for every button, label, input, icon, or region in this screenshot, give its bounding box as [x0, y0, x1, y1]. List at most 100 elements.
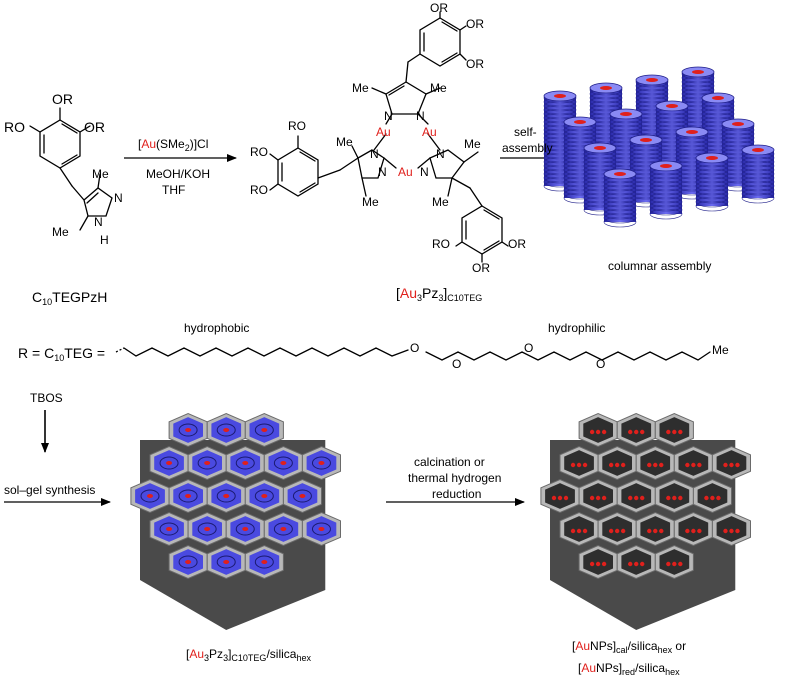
np-label-line1: [AuNPs]cal/silicahex or — [572, 639, 687, 655]
columnar-assembly-graphic — [543, 66, 775, 228]
chain-o-1: O — [410, 341, 420, 355]
gold-np — [576, 528, 582, 534]
gold-np — [710, 495, 715, 501]
gold-np — [614, 462, 620, 468]
gold-np — [634, 495, 639, 501]
complex-n-1: N — [384, 109, 393, 123]
gold-np — [634, 429, 639, 435]
gold-core — [223, 560, 230, 564]
tbos-label: TBOS — [30, 391, 63, 405]
gold-np — [659, 528, 664, 534]
chain-me: Me — [712, 343, 729, 357]
ligand-structure — [29, 107, 113, 231]
gold-np — [620, 462, 626, 468]
gold-np — [729, 462, 734, 468]
gold-core — [242, 461, 249, 465]
gold-np — [576, 462, 582, 468]
gold-np — [729, 528, 734, 534]
complex-or-right2: OR — [466, 57, 484, 71]
gold-np — [666, 561, 671, 567]
complex-me-3: Me — [336, 135, 353, 149]
gold-np — [659, 462, 664, 468]
complex-me-1: Me — [352, 81, 369, 95]
solgel-label: sol–gel synthesis — [4, 483, 96, 497]
gold-core — [261, 494, 268, 498]
chain-o-4: O — [596, 357, 606, 371]
disc-column — [741, 144, 775, 204]
gold-np — [589, 429, 595, 435]
gold-np — [691, 462, 696, 468]
complex-me-4: Me — [464, 137, 481, 151]
complex-ro-1: RO — [288, 119, 306, 133]
complex-me-6: Me — [432, 195, 449, 209]
calcination-line1: calcination or — [414, 455, 485, 469]
gold-np — [640, 495, 645, 501]
gold-np — [697, 528, 702, 534]
self-assembly-line2: assembly — [502, 141, 553, 155]
gold-core — [261, 428, 268, 432]
ligand-me-bottom: Me — [52, 225, 69, 239]
gold-np — [704, 495, 709, 501]
gold-np — [595, 495, 601, 501]
self-assembly-line1: self- — [514, 125, 537, 139]
gold-np — [582, 462, 588, 468]
gold-core — [280, 527, 287, 531]
gold-core — [204, 461, 211, 465]
complex-or-top: OR — [430, 1, 448, 15]
ligand-ro-left: RO — [4, 119, 25, 135]
gold-np — [640, 561, 645, 567]
gold-np — [678, 429, 683, 435]
complex-au-1: Au — [376, 125, 391, 139]
gold-np — [723, 528, 728, 534]
gold-np — [685, 528, 690, 534]
gold-np — [595, 429, 601, 435]
gold-core — [147, 494, 153, 498]
complex-n-5: N — [378, 165, 387, 179]
gold-np — [666, 429, 671, 435]
complex-or-5: OR — [508, 237, 526, 251]
np-silica-graphic — [540, 412, 751, 630]
disc-column — [695, 152, 729, 212]
complex-or-6: OR — [472, 261, 490, 275]
gold-np — [723, 462, 728, 468]
gold-np — [647, 462, 652, 468]
ligand-me-top: Me — [92, 167, 109, 181]
gold-core — [185, 494, 192, 498]
gold-core — [261, 560, 268, 564]
gold-np — [557, 495, 563, 501]
complex-ro-4: RO — [432, 237, 450, 251]
gold-np — [589, 495, 595, 501]
ligand-h: H — [100, 233, 109, 247]
gold-np — [672, 495, 677, 501]
gold-np — [628, 429, 633, 435]
gold-np — [628, 561, 633, 567]
gold-np — [608, 462, 614, 468]
ligand-n2: N — [94, 215, 103, 229]
gold-np — [735, 462, 740, 468]
ligand-or-top: OR — [52, 91, 73, 107]
r-group-prefix: R = C10TEG = — [18, 345, 106, 363]
gold-core — [242, 527, 249, 531]
gold-np — [595, 561, 601, 567]
complex-n-3: N — [370, 147, 379, 161]
complex-au-2: Au — [422, 125, 437, 139]
gold-np — [570, 462, 576, 468]
gold-np — [601, 561, 607, 567]
gold-np — [678, 561, 683, 567]
complex-n-4: N — [436, 147, 445, 161]
gold-core — [185, 428, 192, 432]
np-label-line2: [AuNPs]red/silicahex — [578, 661, 680, 677]
chain-o-3: O — [524, 341, 534, 355]
gold-core — [185, 560, 192, 564]
gold-np — [691, 528, 696, 534]
complex-me-5: Me — [362, 195, 379, 209]
gold-np — [589, 561, 595, 567]
hydrophobic-label: hydrophobic — [184, 321, 250, 335]
r-group-chain — [115, 347, 711, 361]
complex-au-3: Au — [398, 165, 413, 179]
calcination-line2: thermal hydrogen — [408, 471, 502, 485]
gold-core — [166, 527, 173, 531]
gold-core — [223, 494, 230, 498]
complex-ro-3: RO — [250, 183, 268, 197]
